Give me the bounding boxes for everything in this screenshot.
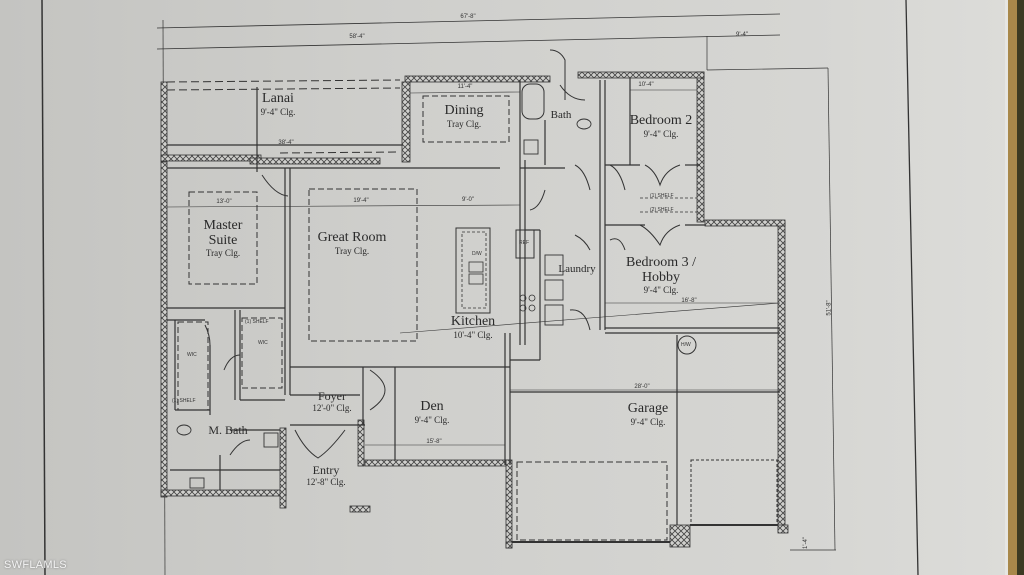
room-bedroom-2: Bedroom 2 9'-4" Clg. (629, 113, 693, 139)
wic-shelf-label-2: (1) SHELF (172, 398, 196, 404)
room-bedroom-3-hobby: Bedroom 3 / Hobby 9'-4" Clg. (626, 255, 696, 296)
room-m-bath: M. Bath (208, 423, 248, 437)
room-wic-2: WIC (258, 340, 268, 346)
room-bath: Bath (550, 109, 572, 121)
refrigerator-label: REF (519, 240, 529, 246)
room-dining: Dining Tray Clg. (444, 103, 484, 129)
dishwasher-label: D/W (472, 251, 482, 257)
room-laundry: Laundry (558, 263, 596, 275)
dim-top-overall: 67'-8" (460, 14, 476, 20)
room-great-room: Great Room Tray Clg. (317, 230, 387, 256)
room-entry: Entry 12'-8" Clg. (306, 463, 346, 487)
shelf-label-1: (1) SHELF (650, 193, 674, 199)
paper-edge (1005, 0, 1024, 575)
room-den: Den 9'-4" Clg. (414, 399, 450, 425)
dim-top-main: 58'-4" (349, 34, 365, 40)
room-foyer: Foyer 12'-0" Clg. (312, 389, 352, 413)
room-garage: Garage 9'-4" Clg. (627, 401, 669, 427)
room-master-suite: Master Suite Tray Clg. (203, 218, 243, 259)
dim-right-overall: 51'-8" (826, 300, 833, 316)
dim-top-offset: 9'-4" (736, 32, 748, 38)
room-wic-1: WIC (187, 352, 197, 358)
water-heater-label: H/W (681, 342, 691, 348)
wic-shelf-label: (1) SHELF (245, 319, 269, 325)
room-lanai: Lanai 9'-4" Clg. (260, 91, 296, 117)
room-kitchen: Kitchen 10'-4" Clg. (450, 314, 496, 340)
dim-right-small: 1'-4" (802, 537, 809, 549)
watermark: SWFLAMLS (4, 559, 67, 571)
shelf-label-2: (2) SHELF (650, 207, 674, 213)
